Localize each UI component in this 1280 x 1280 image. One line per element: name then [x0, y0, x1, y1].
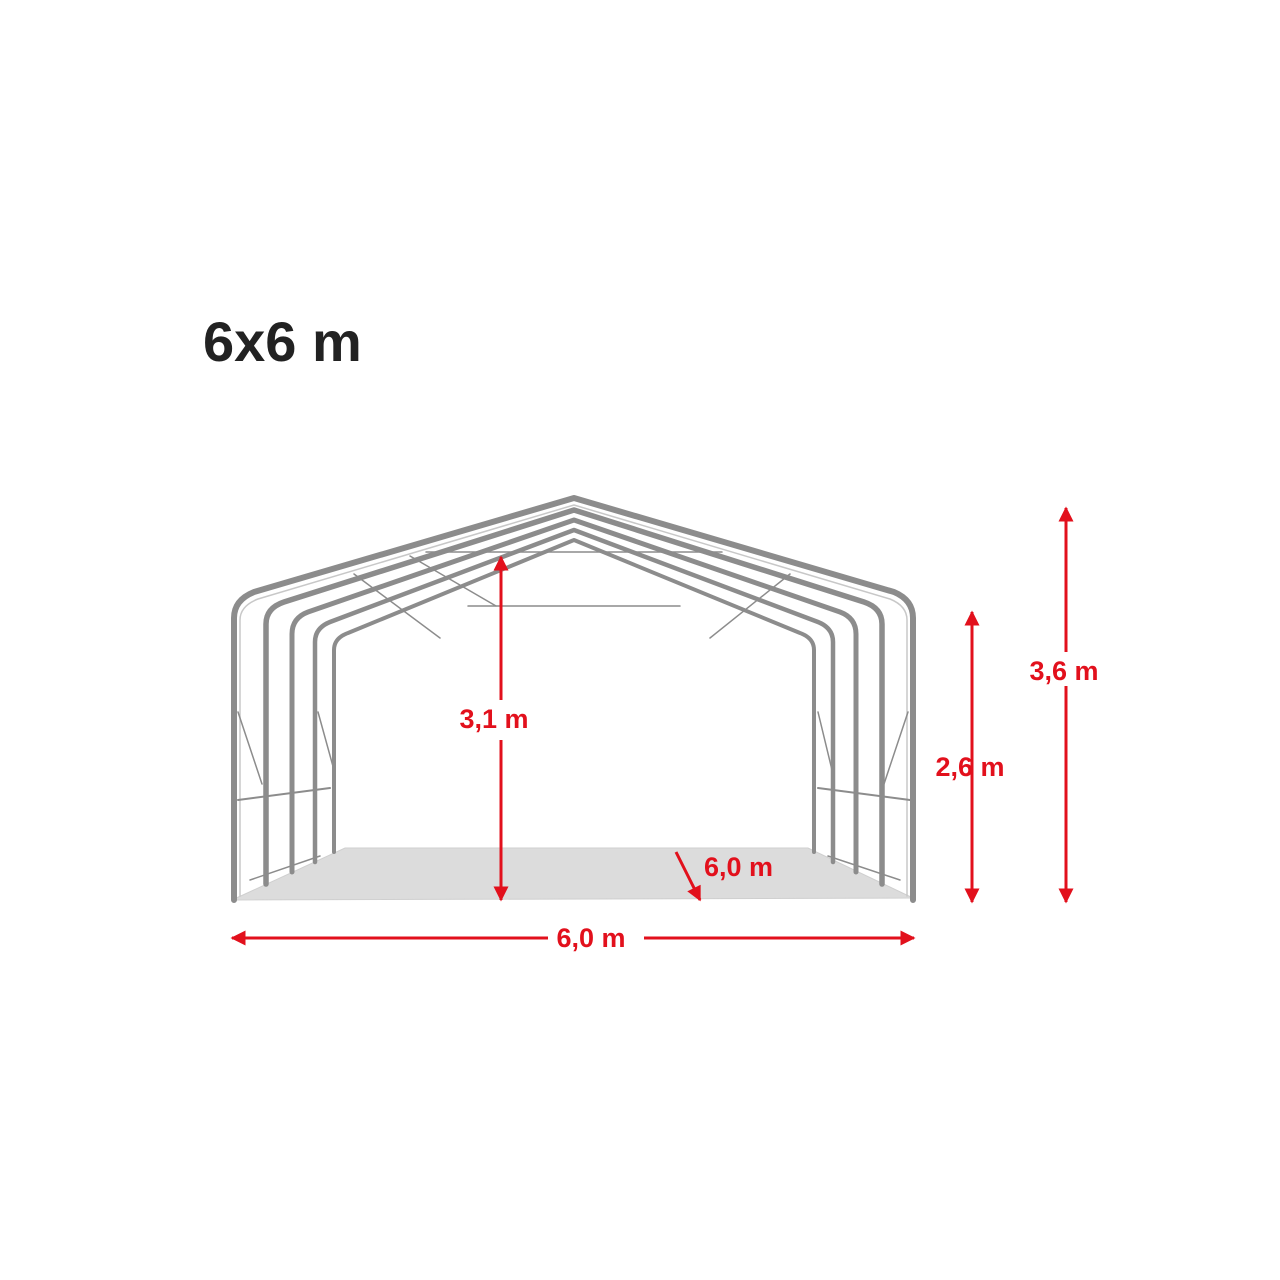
page-title: 6x6 m — [203, 310, 362, 373]
purlin-left — [353, 573, 441, 639]
tent-floor — [231, 847, 914, 901]
frame-arch-4 — [312, 527, 836, 865]
brace-left-2 — [317, 711, 335, 771]
depth-label: 6,0 m — [704, 852, 773, 882]
depth-arrow — [674, 851, 702, 902]
purlin-left-2 — [409, 555, 497, 607]
frame-arch-5 — [332, 538, 816, 854]
frame-arch-3 — [289, 517, 859, 875]
rail-left-low — [249, 855, 321, 881]
rail-right-low — [827, 855, 901, 881]
rail-right — [817, 787, 911, 801]
brace-left-1 — [237, 711, 263, 785]
side-height-label: 2,6 m — [935, 752, 1004, 782]
total-height-label: 3,6 m — [1029, 656, 1098, 686]
dimension-arrows — [230, 506, 1074, 946]
ridge-height-label: 3,1 m — [459, 704, 528, 734]
purlin-right — [709, 573, 791, 639]
tent-frame — [231, 495, 916, 903]
frame-arch-1 — [231, 495, 916, 903]
frame-arch-1-inner — [239, 504, 908, 897]
brace-right-1 — [883, 711, 909, 785]
rail-left — [237, 787, 331, 801]
width-label: 6,0 m — [556, 923, 625, 953]
total-height-label-bg — [1024, 652, 1104, 686]
brace-right-2 — [817, 711, 833, 771]
frame-arch-2 — [263, 507, 885, 887]
